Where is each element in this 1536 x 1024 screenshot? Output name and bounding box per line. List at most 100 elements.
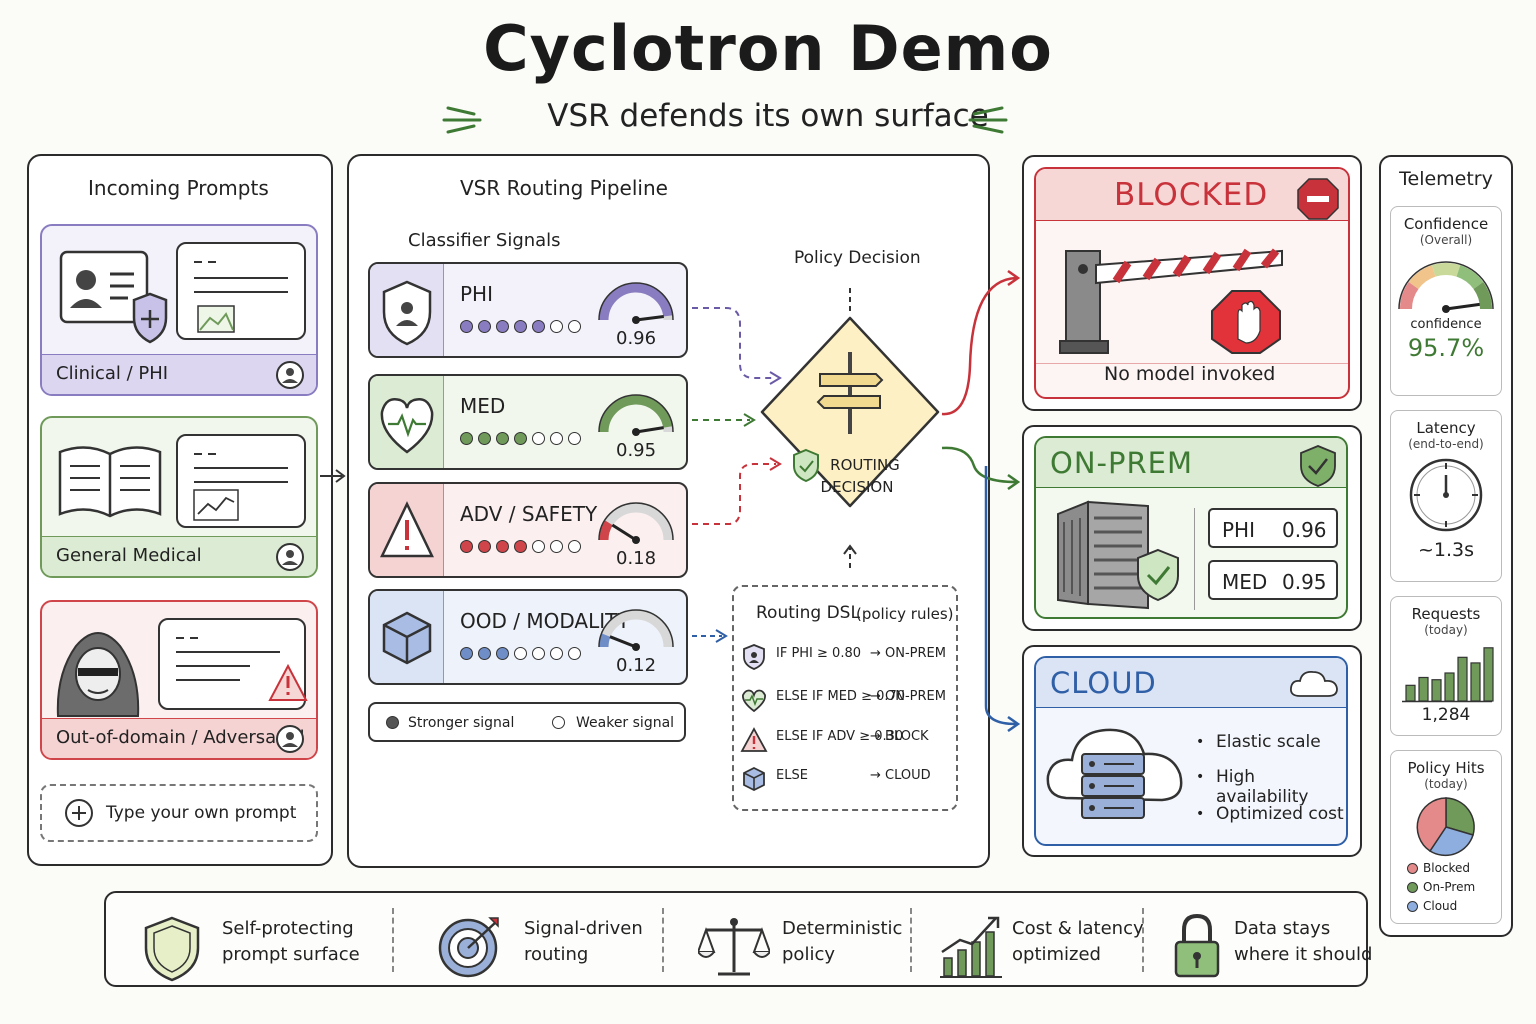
requests-bar bbox=[1431, 679, 1442, 702]
signal-dot-filled bbox=[478, 540, 491, 553]
sparkle-left-icon bbox=[442, 106, 482, 134]
patient-id-icon bbox=[59, 250, 168, 344]
signal-dot-filled bbox=[478, 432, 491, 445]
gauge-fill bbox=[599, 395, 673, 433]
prompt-bubble bbox=[176, 434, 306, 528]
gauge-track bbox=[599, 610, 673, 648]
shield-person-icon bbox=[743, 644, 765, 670]
signal-value: 0.96 bbox=[616, 328, 657, 349]
custom-prompt-input[interactable]: Type your own prompt bbox=[40, 784, 318, 842]
requests-value: 1,284 bbox=[1421, 705, 1471, 725]
signal-row-phi[interactable]: PHI 0.96 bbox=[368, 262, 688, 358]
signal-dot-filled bbox=[532, 320, 545, 333]
signal-dot-filled bbox=[460, 320, 473, 333]
gauge-fill bbox=[599, 283, 673, 321]
signal-name: OOD / MODALITY bbox=[460, 609, 630, 633]
strong-dot-icon bbox=[386, 716, 399, 729]
legend-weak: Weaker signal bbox=[576, 715, 675, 731]
prompt-card-label: Clinical / PHI bbox=[56, 363, 169, 384]
weak-dot-icon bbox=[552, 716, 565, 729]
legend-blocked: Blocked bbox=[1423, 861, 1471, 875]
signal-name: PHI bbox=[460, 282, 493, 306]
prompt-card-adversarial[interactable]: Out-of-domain / Adversarial bbox=[40, 600, 318, 760]
policy-decision-title: Policy Decision bbox=[794, 248, 921, 268]
prompt-card-clinical[interactable]: Clinical / PHI bbox=[40, 224, 318, 396]
padlock-icon bbox=[1174, 913, 1220, 978]
gauge-needle bbox=[635, 426, 664, 434]
signal-row-med[interactable]: MED 0.95 bbox=[368, 374, 688, 470]
signal-dot-empty bbox=[568, 647, 581, 660]
signal-gauge bbox=[598, 282, 674, 324]
signal-dot-empty bbox=[550, 320, 563, 333]
hooded-hacker-icon bbox=[56, 632, 140, 717]
signal-dot-filled bbox=[496, 320, 509, 333]
prompt-card-general-medical[interactable]: General Medical bbox=[40, 416, 318, 578]
cloud-bullet: Optimized cost bbox=[1216, 804, 1344, 824]
onprem-card: ON-PREM PHI 0.96 MED 0.95 bbox=[1034, 436, 1348, 619]
custom-prompt-placeholder: Type your own prompt bbox=[106, 803, 297, 823]
routing-decision-label-1: ROUTING bbox=[830, 456, 900, 474]
telemetry-policy-hits: Policy Hits (today) Blocked On-Prem Clou… bbox=[1390, 750, 1502, 924]
cloud-bullet: High availability bbox=[1216, 767, 1309, 807]
pipeline-title: VSR Routing Pipeline bbox=[460, 176, 668, 200]
signal-dot-filled bbox=[478, 647, 491, 660]
signal-name: MED bbox=[460, 394, 506, 418]
cloud-server-icon bbox=[1046, 728, 1183, 819]
telemetry-requests: Requests (today) 1,284 bbox=[1390, 596, 1502, 736]
plus-circle-icon bbox=[65, 799, 93, 827]
shield-check-icon bbox=[1300, 445, 1336, 487]
prompt-bubble bbox=[158, 618, 308, 710]
dsl-title: Routing DSL bbox=[756, 603, 860, 623]
cube-icon bbox=[382, 611, 432, 665]
heart-pulse-icon bbox=[742, 689, 766, 713]
signal-dots bbox=[460, 647, 581, 660]
heart-pulse-icon bbox=[380, 398, 434, 454]
prompt-card-label: General Medical bbox=[56, 545, 202, 566]
legend-strong: Stronger signal bbox=[408, 715, 515, 731]
signal-row-ood-modality[interactable]: OOD / MODALITY 0.12 bbox=[368, 589, 688, 685]
warning-triangle-icon bbox=[740, 727, 768, 752]
cloud-title: CLOUD bbox=[1050, 666, 1157, 700]
growth-chart-icon bbox=[940, 916, 1002, 978]
classifier-signals-title: Classifier Signals bbox=[408, 230, 561, 251]
requests-bar-chart bbox=[1402, 647, 1494, 703]
signal-row-adv-safety[interactable]: ADV / SAFETY 0.18 bbox=[368, 482, 688, 578]
blocked-note: No model invoked bbox=[1104, 363, 1276, 385]
gauge-needle bbox=[635, 315, 664, 322]
signal-gauge bbox=[598, 609, 674, 651]
signal-dot-filled bbox=[460, 432, 473, 445]
signal-dot-filled bbox=[460, 540, 473, 553]
dsl-rule: IF PHI ≥ 0.80 → ON-PREM bbox=[740, 643, 946, 671]
signal-dot-empty bbox=[550, 432, 563, 445]
signal-dot-empty bbox=[532, 540, 545, 553]
signal-gauge bbox=[598, 394, 674, 436]
cloud-outline-icon bbox=[1290, 671, 1338, 697]
signal-dot-empty bbox=[568, 540, 581, 553]
stopwatch-icon bbox=[1409, 458, 1483, 532]
onprem-metric-med: MED 0.95 bbox=[1208, 560, 1338, 600]
signal-dot-empty bbox=[514, 647, 527, 660]
sparkle-right-icon bbox=[968, 106, 1008, 134]
signal-dot-filled bbox=[514, 432, 527, 445]
telemetry-confidence: Confidence (Overall) confidence 95.7% bbox=[1390, 206, 1502, 396]
gauge-needle bbox=[609, 635, 637, 649]
confidence-gauge bbox=[1398, 261, 1494, 313]
requests-bar bbox=[1483, 647, 1494, 702]
signal-dot-filled bbox=[460, 647, 473, 660]
flow-arrow-icon bbox=[320, 469, 346, 483]
confidence-gauge-segment bbox=[1431, 263, 1461, 277]
signal-dot-empty bbox=[532, 432, 545, 445]
requests-bar bbox=[1470, 662, 1481, 702]
gauge-fill bbox=[599, 520, 613, 541]
shield-person-icon bbox=[382, 280, 432, 346]
cloud-card: CLOUD • Elastic scale • High availabilit… bbox=[1034, 656, 1348, 846]
confidence-gauge-segment bbox=[1456, 265, 1484, 290]
signal-dot-filled bbox=[496, 432, 509, 445]
signal-legend: Stronger signal Weaker signal bbox=[368, 702, 686, 742]
target-icon bbox=[438, 917, 499, 978]
signal-gauge bbox=[598, 502, 674, 544]
signal-dot-filled bbox=[496, 540, 509, 553]
